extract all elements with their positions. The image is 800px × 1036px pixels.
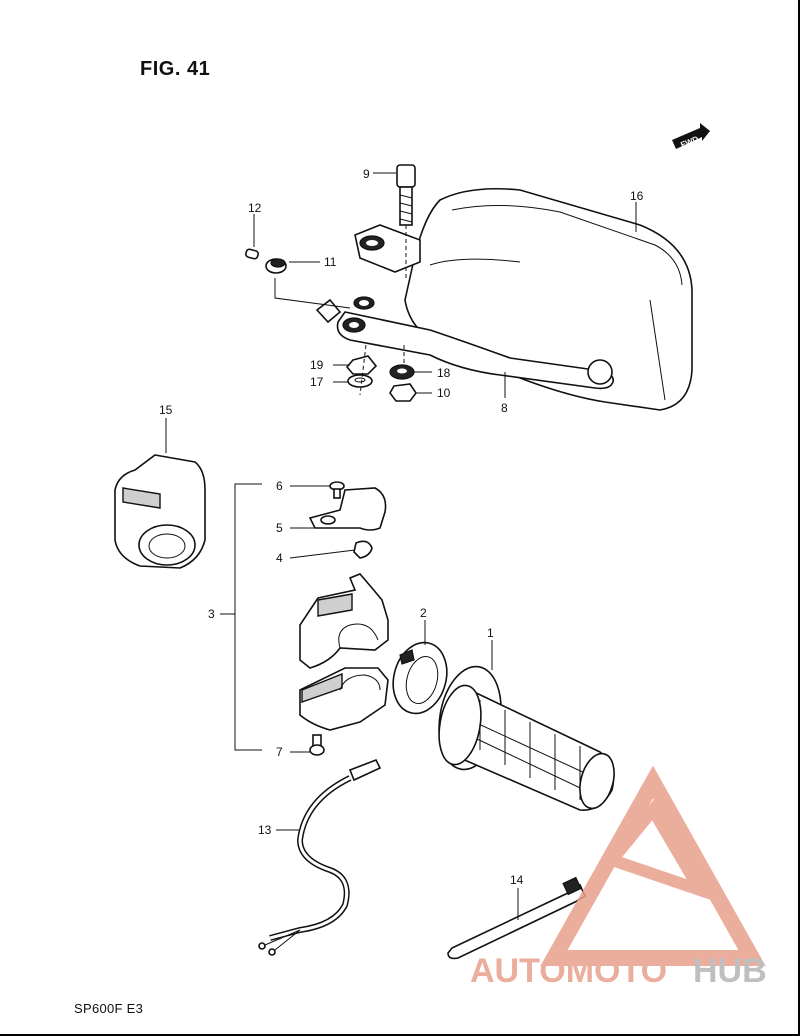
- nut-part-2: [389, 383, 417, 402]
- upper-housing-part: [299, 573, 389, 669]
- callout-6: 6: [276, 479, 283, 493]
- washer-part: [347, 374, 373, 388]
- callout-9: 9: [363, 167, 370, 181]
- washer-part-2: [389, 364, 415, 380]
- bolt-part: [396, 164, 416, 280]
- callout-5: 5: [276, 521, 283, 535]
- callout-18: 18: [437, 366, 451, 380]
- right-border: [798, 0, 800, 1036]
- fwd-arrow-icon: FWD: [672, 123, 710, 150]
- cover-plate-part: [308, 487, 387, 531]
- callout-17: 17: [310, 375, 324, 389]
- throttle-drum-part: [392, 641, 448, 715]
- callout-16: 16: [630, 189, 644, 203]
- automotohub-watermark: AUTOMOTO HUB: [470, 765, 767, 990]
- callout-11: 11: [324, 255, 337, 269]
- grip-part: [438, 665, 615, 811]
- figure-title: FIG. 41: [140, 58, 211, 80]
- callout-13: 13: [258, 823, 272, 837]
- model-code: SP600F E3: [74, 1001, 144, 1016]
- callout-3: 3: [208, 607, 215, 621]
- cable-clip-part: [353, 540, 373, 559]
- callout-7: 7: [276, 745, 283, 759]
- lower-housing-part: [299, 667, 389, 731]
- mount-part: [353, 224, 421, 310]
- callout-14: 14: [510, 873, 524, 887]
- wire-lead-part: [258, 758, 382, 956]
- callout-12: 12: [248, 201, 262, 215]
- callout-10: 10: [437, 386, 451, 400]
- screw-part: [329, 481, 345, 499]
- watermark-brand-part1: AUTOMOTO: [470, 952, 667, 990]
- spacer-part: [265, 258, 287, 274]
- watermark-triangle-icon: [540, 765, 766, 966]
- screw-part-2: [309, 734, 325, 756]
- callout-19: 19: [310, 358, 324, 372]
- switch-cover-part: [114, 454, 206, 569]
- pin-part: [245, 248, 259, 260]
- callout-1: 1: [487, 626, 494, 640]
- callout-15: 15: [159, 403, 173, 417]
- callout-4: 4: [276, 551, 283, 565]
- watermark-brand-part2: HUB: [693, 952, 767, 990]
- bottom-border: [0, 1034, 800, 1036]
- callout-2: 2: [420, 606, 427, 620]
- callout-labels: 9 12 11 16 19 17 18 10 8 15 6 5 4 3 2 1 …: [159, 167, 644, 887]
- nut-part: [345, 355, 378, 375]
- callout-8: 8: [501, 401, 508, 415]
